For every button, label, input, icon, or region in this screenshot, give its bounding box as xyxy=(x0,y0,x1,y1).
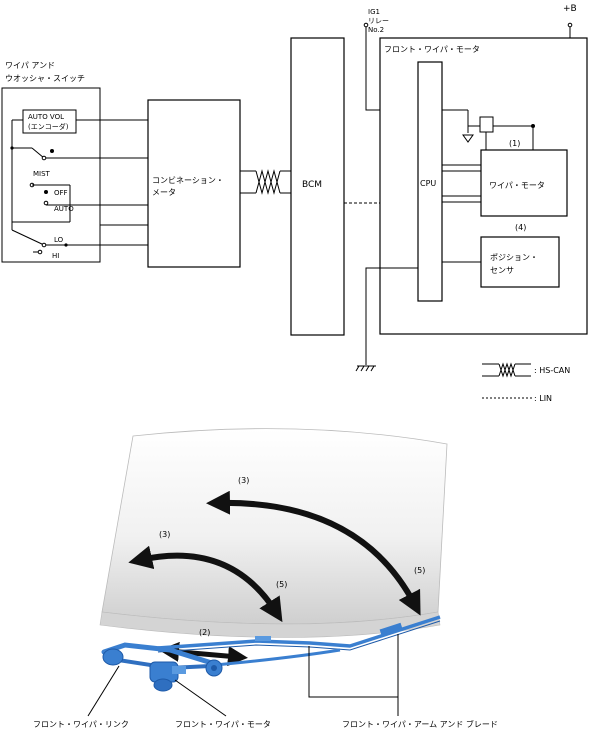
arm-leader-left xyxy=(308,646,398,698)
label-5-left: (5) xyxy=(276,580,287,589)
contact-dot xyxy=(50,149,54,153)
label-1: (1) xyxy=(509,139,520,148)
motor-leader xyxy=(174,679,227,717)
label-3-upper: (3) xyxy=(238,476,249,485)
combination-meter-label-2: メータ xyxy=(152,188,176,197)
combination-meter-box xyxy=(147,99,241,268)
switch-title-line1: ワイパ アンド xyxy=(5,61,55,70)
bcm-label: BCM xyxy=(302,180,322,190)
encoder-label: (エンコーダ) xyxy=(28,122,69,131)
wiper-motor-part xyxy=(149,661,186,692)
label-2: (2) xyxy=(199,628,210,637)
hs-can-link xyxy=(240,169,291,195)
caption-arm-and-blade: フロント・ワイパ・アーム アンド ブレード xyxy=(342,719,498,729)
left-wiper-sweep-arrow xyxy=(128,545,283,623)
plus-b-label: +B xyxy=(563,4,577,14)
off-label: OFF xyxy=(54,189,68,197)
legend-lin: : LIN xyxy=(534,394,552,403)
legend: : HS-CAN : LIN xyxy=(482,362,570,403)
relay-no-label: No.2 xyxy=(368,26,384,34)
ground-wire xyxy=(365,267,418,365)
mist-label: MIST xyxy=(33,170,51,178)
ground-symbol xyxy=(355,365,376,372)
link-leader xyxy=(87,665,120,717)
hi-label: HI xyxy=(52,252,59,260)
position-sensor-label-1: ポジション・ xyxy=(490,253,538,262)
position-sensor-box xyxy=(480,236,560,288)
label-5-right: (5) xyxy=(414,566,425,575)
hood-panel xyxy=(101,428,448,625)
right-wiper-sweep-arrow xyxy=(206,490,421,616)
label-4: (4) xyxy=(515,223,526,232)
auto-label: AUTO xyxy=(54,205,74,213)
auto-vol-label: AUTO VOL xyxy=(28,113,64,121)
ground-triangle xyxy=(462,134,474,143)
caption-wiper-link: フロント・ワイパ・リンク xyxy=(33,720,129,729)
position-sensor-label-2: センサ xyxy=(490,266,514,275)
wiper-motor-box xyxy=(480,149,568,217)
auto-vol-box xyxy=(22,109,77,134)
switch-block: ワイパ アンド ウオッシャ・スイッチ AUTO VOL (エンコーダ) MIST… xyxy=(1,61,101,263)
motor-module-title: フロント・ワイパ・モータ xyxy=(384,45,480,54)
cpu-label: CPU xyxy=(420,179,436,188)
legend-hs-can: : HS-CAN xyxy=(534,366,570,375)
cpu-box xyxy=(417,61,443,302)
ig1-label: IG1 xyxy=(368,8,380,16)
wiper-motor-label: ワイパ・モータ xyxy=(489,181,545,190)
lo-label: LO xyxy=(54,236,64,244)
switch-title-line2: ウオッシャ・スイッチ xyxy=(5,74,85,83)
switch-to-meter-wires xyxy=(76,119,148,246)
caption-wiper-motor: フロント・ワイパ・モータ xyxy=(175,720,271,729)
combination-meter-label-1: コンビネーション・ xyxy=(152,176,224,185)
wiper-arms xyxy=(157,615,441,667)
label-3-left: (3) xyxy=(159,530,170,539)
bcm-box xyxy=(290,37,345,336)
switch-box xyxy=(1,87,101,263)
relay-label: リレー xyxy=(368,17,389,25)
